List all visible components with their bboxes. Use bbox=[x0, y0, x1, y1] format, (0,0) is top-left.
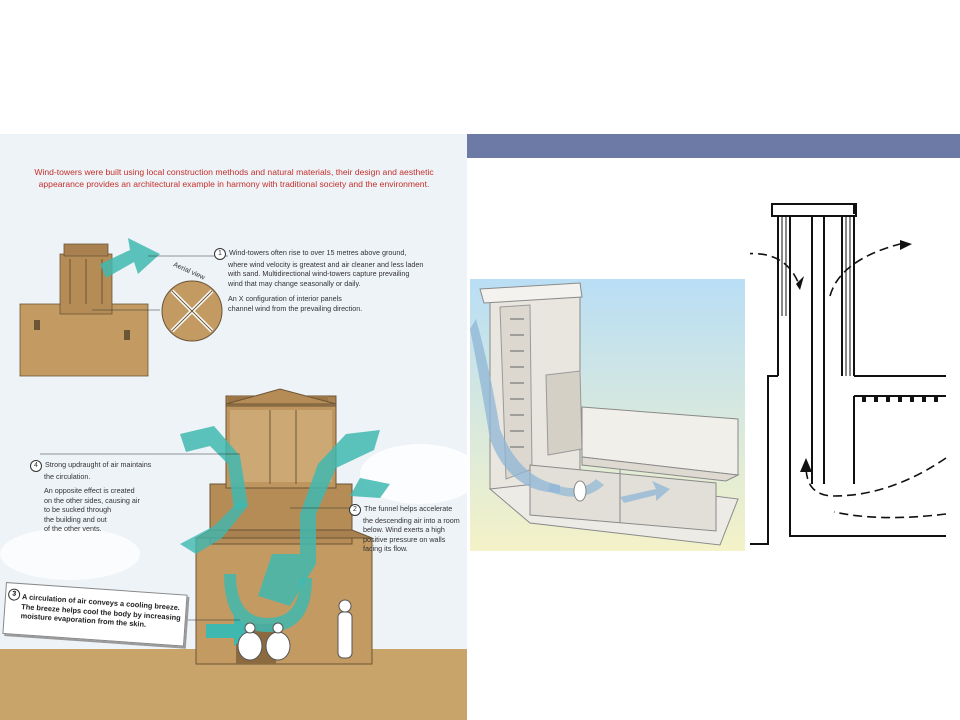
airflow-u-turn bbox=[224, 574, 312, 632]
aerial-view-inset bbox=[161, 280, 223, 342]
airflow-down bbox=[258, 430, 380, 606]
wind-tower-section bbox=[750, 203, 947, 545]
render-airflow bbox=[470, 319, 560, 493]
airflow-left bbox=[180, 500, 248, 554]
small-wind-tower bbox=[19, 243, 149, 377]
small-wind-arrow bbox=[100, 238, 160, 278]
slide-header-bar bbox=[467, 134, 960, 158]
airflow-right bbox=[350, 478, 390, 498]
intro-text: Wind-towers were built using local const… bbox=[34, 167, 434, 189]
airflow-updraught bbox=[180, 426, 248, 510]
wind-tower-render bbox=[470, 279, 745, 551]
people-figures bbox=[237, 599, 353, 661]
wind-tower-illustration: Wind-towers were built using local const… bbox=[0, 134, 467, 720]
